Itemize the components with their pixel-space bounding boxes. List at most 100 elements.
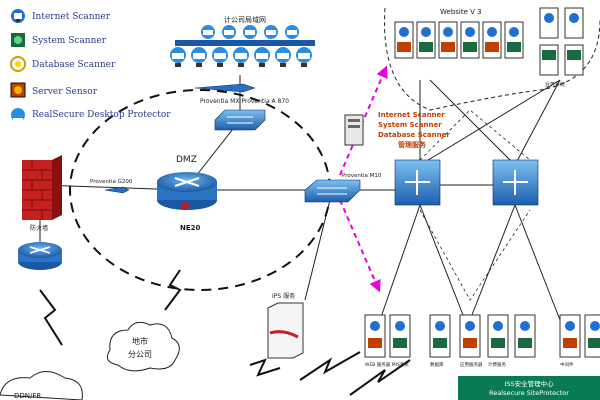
core-router-badge xyxy=(181,202,189,210)
legend-label-desktop-protector-text: RealSecure Desktop Protector xyxy=(32,110,171,120)
console-popup-line-2: System Scanner xyxy=(378,121,442,129)
core2-to-top-line xyxy=(429,79,516,166)
core-to-bottom-line xyxy=(379,204,421,321)
workstation-icon xyxy=(201,25,215,39)
server-icon xyxy=(459,314,481,358)
legend-label-database-scanner: Database Scanner xyxy=(32,60,116,70)
core-switch-right xyxy=(492,159,539,206)
legend-label-desktop-protector: RealSecure Desktop Protector xyxy=(32,110,171,120)
website-boundary xyxy=(384,7,600,111)
server-icon xyxy=(394,21,414,59)
workstation-icon xyxy=(285,25,299,39)
wan-label: DDN/FR xyxy=(14,392,41,400)
dashed-diamond xyxy=(419,109,531,301)
lightning-bolt-2 xyxy=(164,269,182,311)
lightning-bolt-3 xyxy=(249,358,281,377)
server-icon xyxy=(389,314,411,358)
website-cluster-label: Website V 3 xyxy=(440,8,482,16)
bottom-server-row: WEB 服务器 MIS系统数据库应用服务器计费服务中间件 xyxy=(364,314,600,368)
server-icon xyxy=(564,7,584,76)
workstation-icon xyxy=(233,47,249,67)
top-lan-bus xyxy=(175,40,315,46)
core-router-label: NE20 xyxy=(180,224,201,232)
switch-to-ips-line xyxy=(304,199,331,301)
workstation-icon xyxy=(212,47,228,67)
legend-label-server-sensor: Server Sensor xyxy=(32,87,98,97)
server-icon xyxy=(584,314,600,358)
workstation-icon xyxy=(264,25,278,39)
mid-switch xyxy=(304,179,361,203)
lightning-bolt-5 xyxy=(349,359,411,396)
legend-label-internet-scanner: Internet Scanner xyxy=(32,12,111,22)
core-switch-left xyxy=(394,159,441,206)
console-server-icon xyxy=(344,114,364,146)
website-cluster xyxy=(394,7,584,76)
proventia-left-device xyxy=(104,186,130,194)
workstation-icon xyxy=(191,47,207,67)
console-arrow-down xyxy=(339,199,381,293)
right-cluster-label: 业务系统 xyxy=(545,81,565,88)
core2-to-top2-line xyxy=(514,79,561,166)
core2-to-bottom-line xyxy=(514,204,561,321)
server-icon xyxy=(416,21,436,59)
ids-server-icon xyxy=(267,302,304,359)
console-popup: Internet Scanner System Scanner Database… xyxy=(378,111,450,149)
system-scanner-icon xyxy=(11,33,25,47)
bottom-server-label: 计费服务 xyxy=(488,361,506,368)
connection-lines xyxy=(39,75,561,321)
legend: Internet Scanner System Scanner Database… xyxy=(10,9,171,123)
workstation-icon xyxy=(222,25,236,39)
management-center-box: ISS安全管理中心 Realsecure SiteProtector xyxy=(458,376,600,400)
core-router-icon xyxy=(157,172,217,210)
left-router-icon xyxy=(18,242,62,270)
top-lan-workstations xyxy=(170,25,312,67)
top-lan-group: 计公司局域网 xyxy=(175,15,315,46)
server-icon xyxy=(487,314,509,358)
server-icon xyxy=(482,21,502,59)
core-to-top2-line xyxy=(419,79,561,166)
workstation-icon xyxy=(254,47,270,67)
proventia-top-label: Proventia MX Proventia A 870 xyxy=(200,98,289,105)
workstation-icon xyxy=(275,47,291,67)
server-icon xyxy=(559,314,581,358)
bottom-server-label: WEB 服务器 MIS系统 xyxy=(365,361,409,368)
proventia-top-device xyxy=(194,83,256,93)
core2-to-bottom2-line xyxy=(469,204,516,321)
core-to-bottom2-line xyxy=(419,204,466,321)
lightning-bolt-4 xyxy=(299,351,361,381)
firewall-icon xyxy=(22,155,62,220)
branch-cloud: 地市 分公司 xyxy=(106,321,180,372)
workstation-icon xyxy=(296,47,312,67)
bottom-server-label: 中间件 xyxy=(560,361,574,368)
console-popup-line-1: Internet Scanner xyxy=(378,111,445,119)
proventia-left-label: Proventia G200 xyxy=(90,179,133,185)
lightning-bolt-1 xyxy=(39,289,63,346)
server-sensor-icon xyxy=(10,82,26,98)
branch-line-1: 地市 xyxy=(132,336,148,346)
management-line-1: ISS安全管理中心 xyxy=(504,379,554,388)
bottom-server-label: 应用服务器 xyxy=(460,361,483,368)
server-icon xyxy=(539,7,559,76)
dmz-label: DMZ xyxy=(176,155,197,165)
proventia-right-label: Proventia M10 xyxy=(342,173,382,179)
wan-cloud: DDN/FR xyxy=(0,371,83,400)
management-line-2: Realsecure SiteProtector xyxy=(489,389,569,397)
server-icon xyxy=(429,314,451,358)
server-icon xyxy=(514,314,536,358)
firewall-label: 防火墙 xyxy=(30,224,48,232)
wan-links xyxy=(39,269,411,396)
top-lan-label: 计公司局域网 xyxy=(224,15,266,24)
console-popup-line-4: 管理服务 xyxy=(398,140,427,149)
server-icon xyxy=(504,21,524,59)
server-icon xyxy=(438,21,458,59)
branch-line-2: 分公司 xyxy=(128,350,152,359)
server-icon xyxy=(364,314,386,358)
internet-scanner-icon xyxy=(11,9,25,23)
server-icon xyxy=(460,21,480,59)
database-scanner-icon xyxy=(10,56,26,72)
console-popup-line-3: Database Scanner xyxy=(378,131,450,139)
top-switch xyxy=(214,109,266,131)
legend-label-system-scanner: System Scanner xyxy=(32,36,107,46)
realsecure-desktop-protector-icon xyxy=(11,108,25,123)
